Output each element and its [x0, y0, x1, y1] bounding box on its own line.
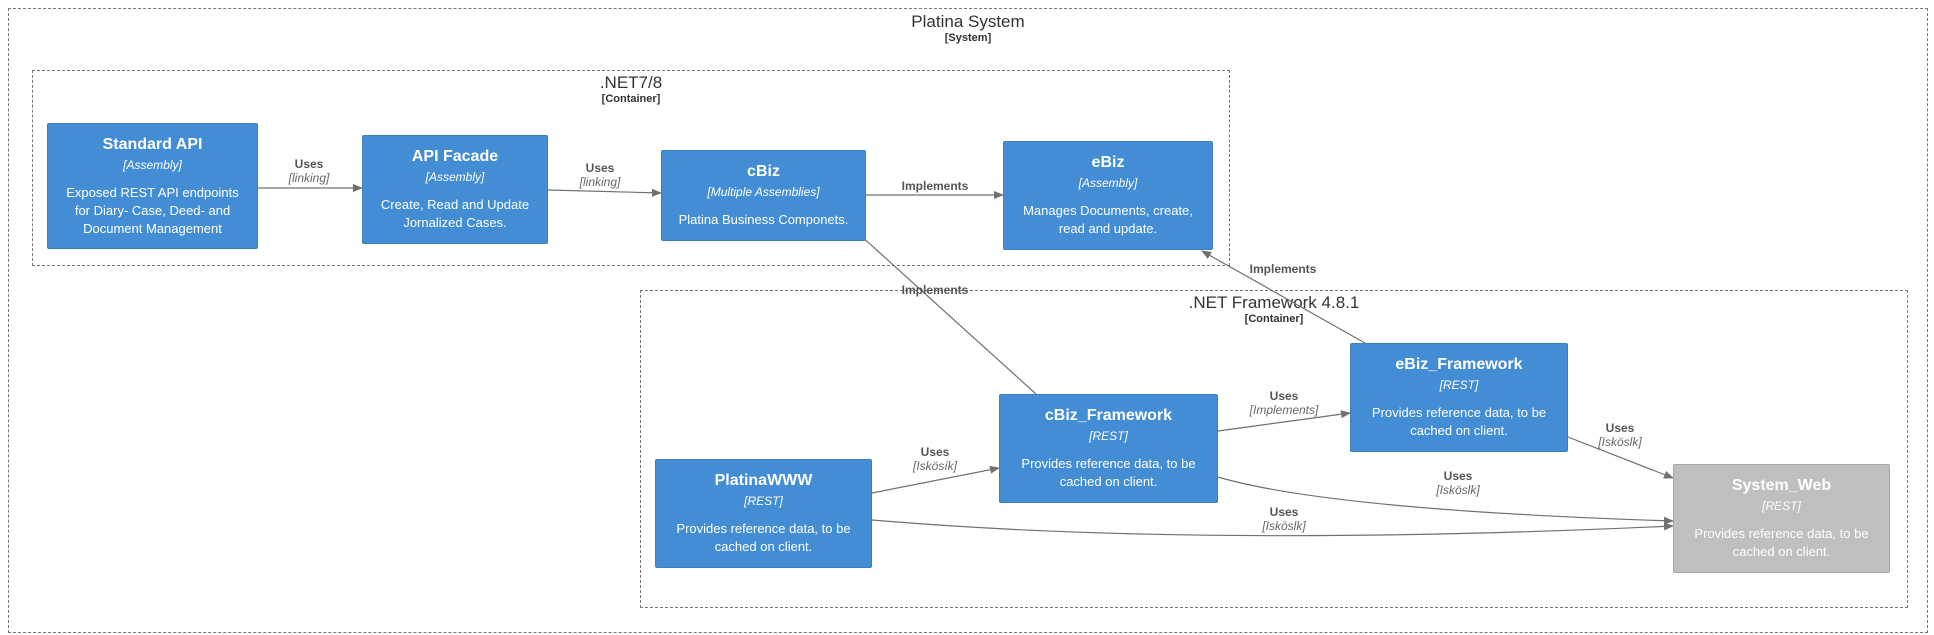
node-tech: [REST] — [1439, 378, 1479, 392]
node-name: System_Web — [1731, 477, 1832, 494]
node-tech: [Assembly] — [1078, 176, 1138, 190]
system-title: Platina System — [911, 12, 1025, 31]
platinawww-node[interactable]: PlatinaWWW [REST] Provides reference dat… — [655, 459, 872, 568]
netfw-type: [Container] — [1244, 313, 1304, 325]
cbiz-node[interactable]: cBiz [Multiple Assemblies] Platina Busin… — [661, 150, 866, 241]
edge-platinawww-systemweb — [871, 519, 1674, 537]
node-desc: Provides reference data, to be cached on… — [676, 521, 851, 554]
net78-type: [Container] — [601, 93, 661, 105]
node-tech: [Assembly] — [425, 170, 485, 184]
cbiz-framework-node[interactable]: cBiz_Framework [REST] Provides reference… — [999, 394, 1218, 503]
node-tech: [REST] — [1089, 429, 1128, 443]
node-desc: Provides reference data, to be cached on… — [1694, 526, 1869, 559]
edge-apifacade-cbiz — [547, 188, 662, 197]
edge-ebizfw-ebiz — [1201, 250, 1366, 344]
node-desc: Exposed REST API endpoints for Diary- Ca… — [66, 185, 239, 236]
ebiz-framework-node[interactable]: eBiz_Framework [REST] Provides reference… — [1350, 343, 1568, 452]
rel-label-cbizfw-cbiz: Implements — [901, 283, 969, 297]
net78-container-boundary: .NET7/8 [Container] — [32, 70, 1230, 266]
system-type: [System] — [944, 32, 992, 44]
node-tech: [Multiple Assemblies] — [707, 185, 820, 199]
node-desc: Provides reference data, to be cached on… — [1021, 456, 1196, 489]
node-desc: Manages Documents, create, read and upda… — [1023, 203, 1193, 236]
edge-cbizfw-ebizfw — [1217, 410, 1351, 432]
edge-platinawww-cbizfw — [871, 465, 1000, 494]
node-desc: Create, Read and Update Jornalized Cases… — [380, 197, 530, 230]
node-tech: [REST] — [1762, 499, 1801, 513]
node-name: cBiz — [747, 163, 780, 180]
system-web-node[interactable]: System_Web [REST] Provides reference dat… — [1673, 464, 1890, 573]
rel-label-platinawww-cbizfw: Uses [Iskösík] — [912, 445, 958, 473]
rel-label-apifacade-cbiz: Uses [linking] — [579, 161, 621, 189]
netfw-container-boundary: .NET Framework 4.8.1 [Container] — [640, 290, 1908, 608]
rel-label-standardapi-apifacade: Uses [linking] — [288, 157, 330, 185]
rel-label-platinawww-systemweb: Uses [Isköslk] — [1262, 505, 1306, 533]
rel-label-cbiz-ebiz: Implements — [901, 179, 969, 193]
netfw-title: .NET Framework 4.8.1 — [1188, 293, 1360, 312]
rel-label-cbizfw-ebizfw: Uses [Implements] — [1249, 389, 1319, 417]
rel-label-ebizfw-systemweb: Uses [Isköslk] — [1598, 421, 1642, 449]
net78-title: .NET7/8 — [599, 73, 663, 92]
node-name: API Facade — [411, 148, 499, 165]
rel-label-cbizfw-systemweb: Uses [Isköslk] — [1436, 469, 1480, 497]
ebiz-node[interactable]: eBiz [Assembly] Manages Documents, creat… — [1003, 141, 1213, 250]
node-name: eBiz — [1091, 154, 1125, 171]
node-name: cBiz_Framework — [1044, 407, 1173, 424]
edge-ebizfw-systemweb — [1567, 436, 1674, 479]
rel-label-ebizfw-ebiz: Implements — [1249, 262, 1317, 276]
node-name: PlatinaWWW — [714, 472, 813, 489]
edge-cbizfw-systemweb — [1217, 476, 1674, 525]
api-facade-node[interactable]: API Facade [Assembly] Create, Read and U… — [362, 135, 548, 244]
platina-system-boundary: Platina System [System] — [8, 8, 1928, 633]
node-name: Standard API — [102, 136, 203, 153]
node-desc: Provides reference data, to be cached on… — [1371, 405, 1547, 438]
standard-api-node[interactable]: Standard API [Assembly] Exposed REST API… — [47, 123, 258, 249]
node-desc: Platina Business Componets. — [678, 212, 849, 227]
node-tech: [Assembly] — [123, 158, 182, 172]
node-tech: [REST] — [744, 494, 783, 508]
node-name: eBiz_Framework — [1395, 356, 1523, 373]
